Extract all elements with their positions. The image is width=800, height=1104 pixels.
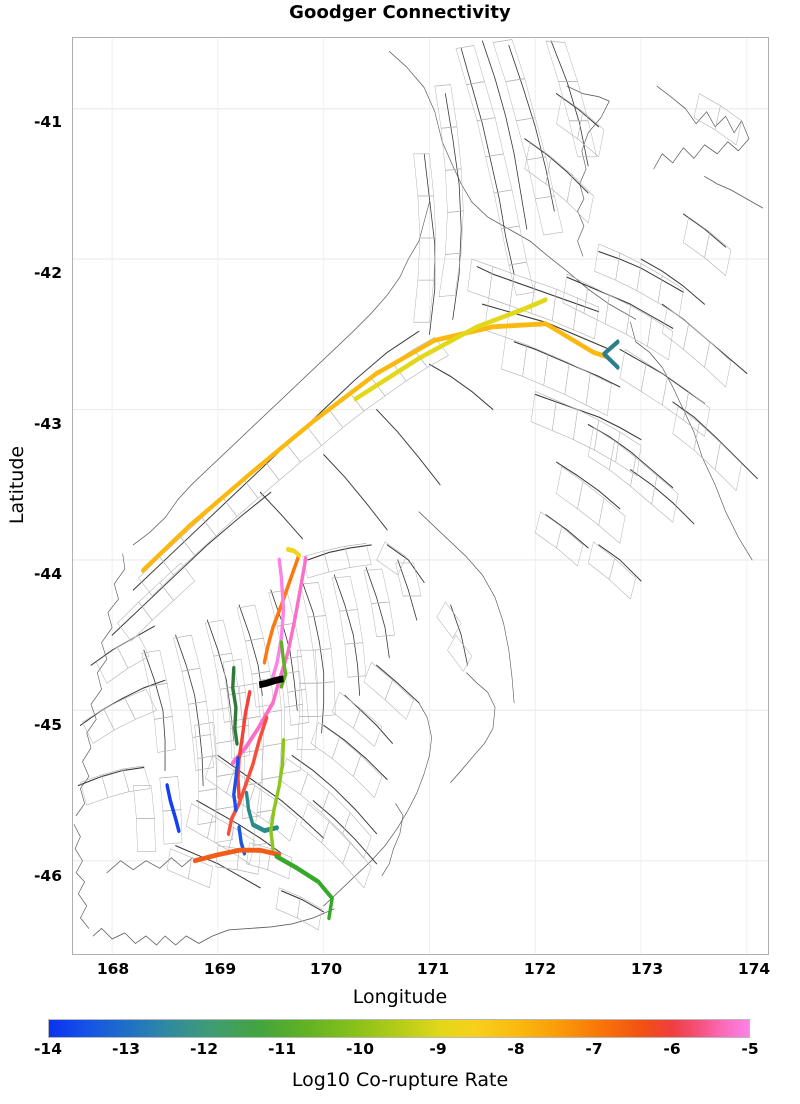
xtick-170: 170 xyxy=(309,960,343,978)
ytick-41: -41 xyxy=(33,113,62,131)
colorbar-tick--14: -14 xyxy=(33,1040,63,1058)
colorbar-tick--5: -5 xyxy=(741,1040,759,1058)
connected-fault-olive-green-south xyxy=(269,738,286,852)
ytick-43: -43 xyxy=(33,415,62,433)
fault-traces xyxy=(77,40,758,913)
colorbar-tick--12: -12 xyxy=(189,1040,219,1058)
xtick-173: 173 xyxy=(630,960,664,978)
source-fault-goodger xyxy=(258,675,284,689)
connected-fault-blue-nw xyxy=(232,756,240,813)
connected-fault-hope-teal-chevron xyxy=(602,339,620,370)
colorbar-tick--6: -6 xyxy=(663,1040,681,1058)
xtick-174: 174 xyxy=(737,960,771,978)
ytick-46: -46 xyxy=(33,867,62,885)
ytick-42: -42 xyxy=(33,264,62,282)
colorbar-tick--11: -11 xyxy=(267,1040,297,1058)
connected-fault-green-southeast xyxy=(274,853,334,921)
coastline xyxy=(73,51,764,946)
connected-fault-alpine-main xyxy=(141,321,609,573)
map-plot-area[interactable]: .gl { stroke:#eeeeee; stroke-width:0.009… xyxy=(72,37,769,955)
fault-section-polygons xyxy=(80,39,742,931)
ytick-44: -44 xyxy=(33,565,62,583)
source-fault-trace xyxy=(258,675,284,689)
ytick-45: -45 xyxy=(33,716,62,734)
x-axis-label: Longitude xyxy=(352,986,448,1008)
xtick-171: 171 xyxy=(416,960,450,978)
colorbar-tick--8: -8 xyxy=(507,1040,525,1058)
connected-fault-orange-red-south xyxy=(192,847,281,864)
colorbar-tick--10: -10 xyxy=(345,1040,375,1058)
connected-fault-dark-green-west xyxy=(231,665,239,746)
connected-fault-pink-north-arc xyxy=(270,557,286,683)
connected-faults-group xyxy=(141,297,620,921)
connected-fault-red-long-west xyxy=(226,715,269,837)
y-axis-label: Latitude xyxy=(6,445,28,525)
connected-fault-yellow-stub xyxy=(286,546,302,558)
xtick-168: 168 xyxy=(96,960,130,978)
colorbar-tick--7: -7 xyxy=(585,1040,603,1058)
connected-fault-blue-far-west xyxy=(165,783,181,834)
connected-fault-alpine-north-branch xyxy=(353,297,548,402)
xtick-172: 172 xyxy=(523,960,557,978)
connected-fault-dunstan-orange xyxy=(262,554,301,665)
xtick-169: 169 xyxy=(203,960,237,978)
connected-fault-red-nevis xyxy=(236,689,252,800)
chart-title: Goodger Connectivity xyxy=(289,2,511,23)
map-svg: .gl { stroke:#eeeeee; stroke-width:0.009… xyxy=(73,38,768,954)
connected-fault-teal-hump xyxy=(244,790,279,834)
colorbar-gradient xyxy=(48,1019,750,1038)
colorbar-tick--13: -13 xyxy=(111,1040,141,1058)
colorbar-label: Log10 Co-rupture Rate xyxy=(291,1069,509,1091)
colorbar-tick--9: -9 xyxy=(429,1040,447,1058)
colorbar[interactable] xyxy=(48,1019,750,1038)
gridlines xyxy=(73,38,768,954)
